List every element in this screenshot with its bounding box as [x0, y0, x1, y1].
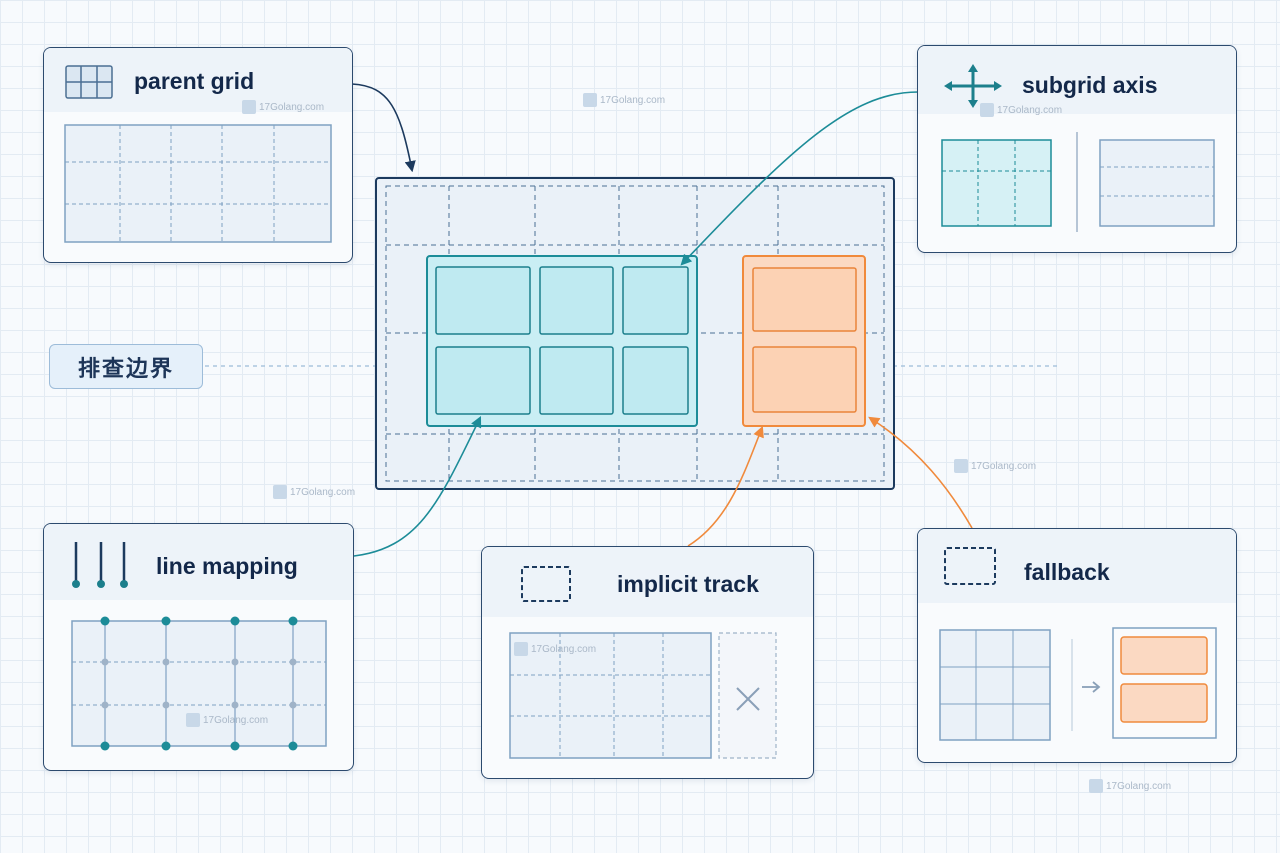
- subgrid-axis-illustration: [941, 132, 1215, 232]
- line-mapping-illustration: [71, 616, 327, 751]
- watermark-logo-icon: [273, 485, 287, 499]
- central-parent-grid: [375, 177, 895, 490]
- card-header: [44, 524, 353, 600]
- card-header: [918, 529, 1236, 603]
- card-title: fallback: [1024, 559, 1110, 585]
- card-header: [482, 547, 813, 617]
- watermark-logo-icon: [980, 103, 994, 117]
- connector-subgrid-axis: [680, 91, 919, 266]
- watermark: 17Golang.com: [583, 93, 665, 107]
- card-title: implicit track: [617, 571, 759, 597]
- axis-arrows-icon: [944, 64, 1002, 108]
- card-implicit-track: implicit track: [481, 546, 814, 779]
- card-title: parent grid: [134, 68, 255, 94]
- connector-parent-grid: [351, 83, 416, 173]
- card-title: subgrid axis: [1022, 72, 1158, 98]
- card-title: line mapping: [156, 553, 298, 579]
- card-line-mapping: line mapping: [43, 523, 354, 771]
- boundary-label: 排查边界: [49, 344, 203, 389]
- watermark: 17Golang.com: [242, 100, 324, 114]
- fallback-illustration: [939, 627, 1217, 741]
- watermark-logo-icon: [186, 713, 200, 727]
- watermark-logo-icon: [514, 642, 528, 656]
- watermark: 17Golang.com: [273, 485, 355, 499]
- dashed-box-icon: [521, 566, 571, 602]
- parent-grid-illustration: [64, 124, 332, 243]
- watermark: 17Golang.com: [1089, 779, 1171, 793]
- watermark-logo-icon: [954, 459, 968, 473]
- watermark: 17Golang.com: [186, 713, 268, 727]
- fallback-region: [742, 255, 866, 427]
- watermark: 17Golang.com: [980, 103, 1062, 117]
- line-markers-icon: [72, 542, 128, 588]
- connector-implicit-track: [687, 425, 764, 547]
- watermark: 17Golang.com: [954, 459, 1036, 473]
- connector-line-mapping: [353, 415, 482, 557]
- card-parent-grid: parent grid: [43, 47, 353, 263]
- connector-fallback: [868, 416, 973, 529]
- watermark-logo-icon: [242, 100, 256, 114]
- dashed-box-icon: [944, 547, 996, 585]
- grid-icon: [65, 65, 113, 99]
- card-subgrid-axis: subgrid axis: [917, 45, 1237, 253]
- implicit-track-illustration: [509, 632, 777, 759]
- arrow-right-icon: [1082, 681, 1101, 693]
- card-fallback: fallback: [917, 528, 1237, 763]
- close-icon: [736, 687, 760, 711]
- watermark-logo-icon: [583, 93, 597, 107]
- subgrid-region: [426, 255, 698, 427]
- watermark-logo-icon: [1089, 779, 1103, 793]
- watermark: 17Golang.com: [514, 642, 596, 656]
